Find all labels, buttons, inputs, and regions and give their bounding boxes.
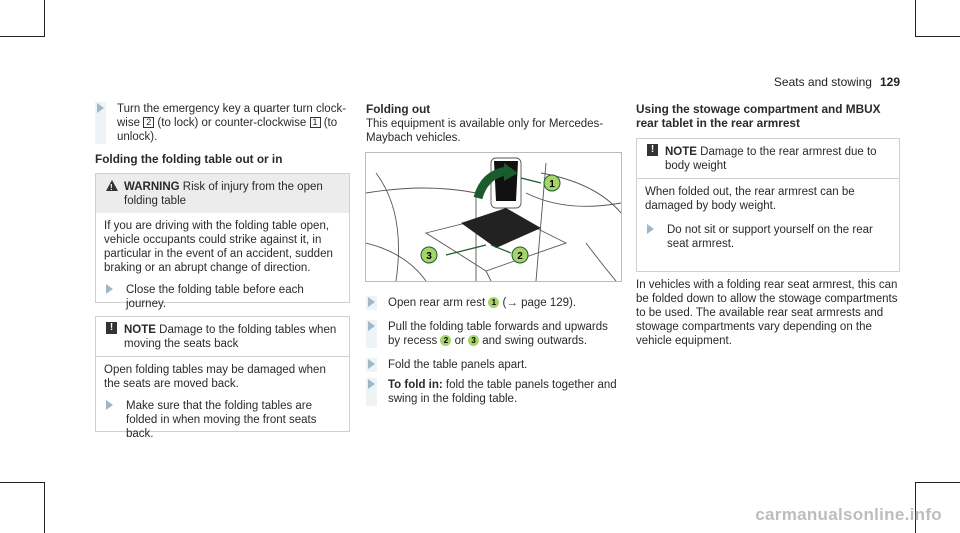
- step-arrow-icon: [97, 103, 104, 113]
- column-2: Folding out This equipment is available …: [366, 102, 621, 145]
- step-open-armrest: Open rear arm rest 1 (→ page 129).: [366, 296, 621, 310]
- note-box-armrest: ! NOTE Damage to the rear armrest due to…: [636, 138, 900, 272]
- key-symbol: 2: [143, 117, 155, 129]
- warning-icon: [106, 180, 118, 195]
- warning-box: WARNING Risk of injury from the open fol…: [95, 173, 350, 310]
- key-symbol: 1: [309, 117, 321, 129]
- svg-text:2: 2: [517, 251, 523, 262]
- step-fold-panels: Fold the table panels apart.: [366, 358, 621, 372]
- section-heading: Folding out: [366, 102, 431, 116]
- svg-text:3: 3: [426, 251, 432, 262]
- step-arrow-icon: [106, 400, 113, 410]
- armrest-paragraph: In vehicles with a folding rear seat arm…: [636, 279, 898, 347]
- step-do-not-sit: Do not sit or support yourself on the re…: [645, 223, 891, 251]
- armrest-diagram: 1 2 3: [366, 157, 621, 281]
- step-arrow-icon: [647, 224, 654, 234]
- callout-2: 2: [511, 246, 529, 264]
- step-arrow-icon: [368, 321, 375, 331]
- section-heading: Folding the folding table out or in: [95, 152, 283, 166]
- crop-mark: [44, 482, 45, 533]
- step-arrow-icon: [368, 359, 375, 369]
- column-3: Using the stowage compartment and MBUX r…: [636, 102, 898, 133]
- note-icon: !: [106, 322, 117, 334]
- crop-mark: [915, 482, 960, 483]
- svg-text:1: 1: [549, 179, 555, 190]
- crop-mark: [0, 36, 45, 37]
- step-fold-tables: Make sure that the folding tables are fo…: [104, 399, 341, 441]
- page-header: Seats and stowing 129: [774, 75, 900, 89]
- step-fold-in: To fold in: fold the table panels togeth…: [366, 378, 621, 406]
- section-title: Seats and stowing: [773, 75, 872, 89]
- step-close-table: Close the folding table before each jour…: [104, 283, 341, 311]
- watermark: carmanualsonline.info: [755, 505, 942, 524]
- section-heading: Using the stowage compartment and MBUX r…: [636, 102, 881, 130]
- note-box: ! NOTE Damage to the folding tables when…: [95, 316, 350, 440]
- step-arrow-icon: [106, 284, 113, 294]
- callout-badge: 2: [440, 335, 452, 347]
- step-arrow-icon: [368, 297, 375, 307]
- callout-1: 1: [543, 174, 561, 192]
- note-icon: !: [647, 144, 658, 156]
- step-pull-table: Pull the folding table forwards and upwa…: [366, 320, 621, 348]
- crop-mark: [0, 482, 45, 483]
- crop-mark: [44, 0, 45, 37]
- folding-table-illustration: 1 2 3: [365, 152, 622, 282]
- callout-badge: 3: [468, 335, 480, 347]
- crop-mark: [915, 36, 960, 37]
- callout-badge: 1: [488, 297, 500, 309]
- column-1: Turn the emergency key a quarter turn cl…: [95, 102, 353, 169]
- crop-mark: [915, 0, 916, 37]
- callout-3: 3: [420, 246, 438, 264]
- step-arrow-icon: [368, 379, 375, 389]
- column-2-steps: Open rear arm rest 1 (→ page 129). Pull …: [366, 296, 621, 412]
- crop-mark: [915, 482, 916, 533]
- page-number: 129: [879, 75, 900, 89]
- step-turn-key: Turn the emergency key a quarter turn cl…: [95, 102, 353, 144]
